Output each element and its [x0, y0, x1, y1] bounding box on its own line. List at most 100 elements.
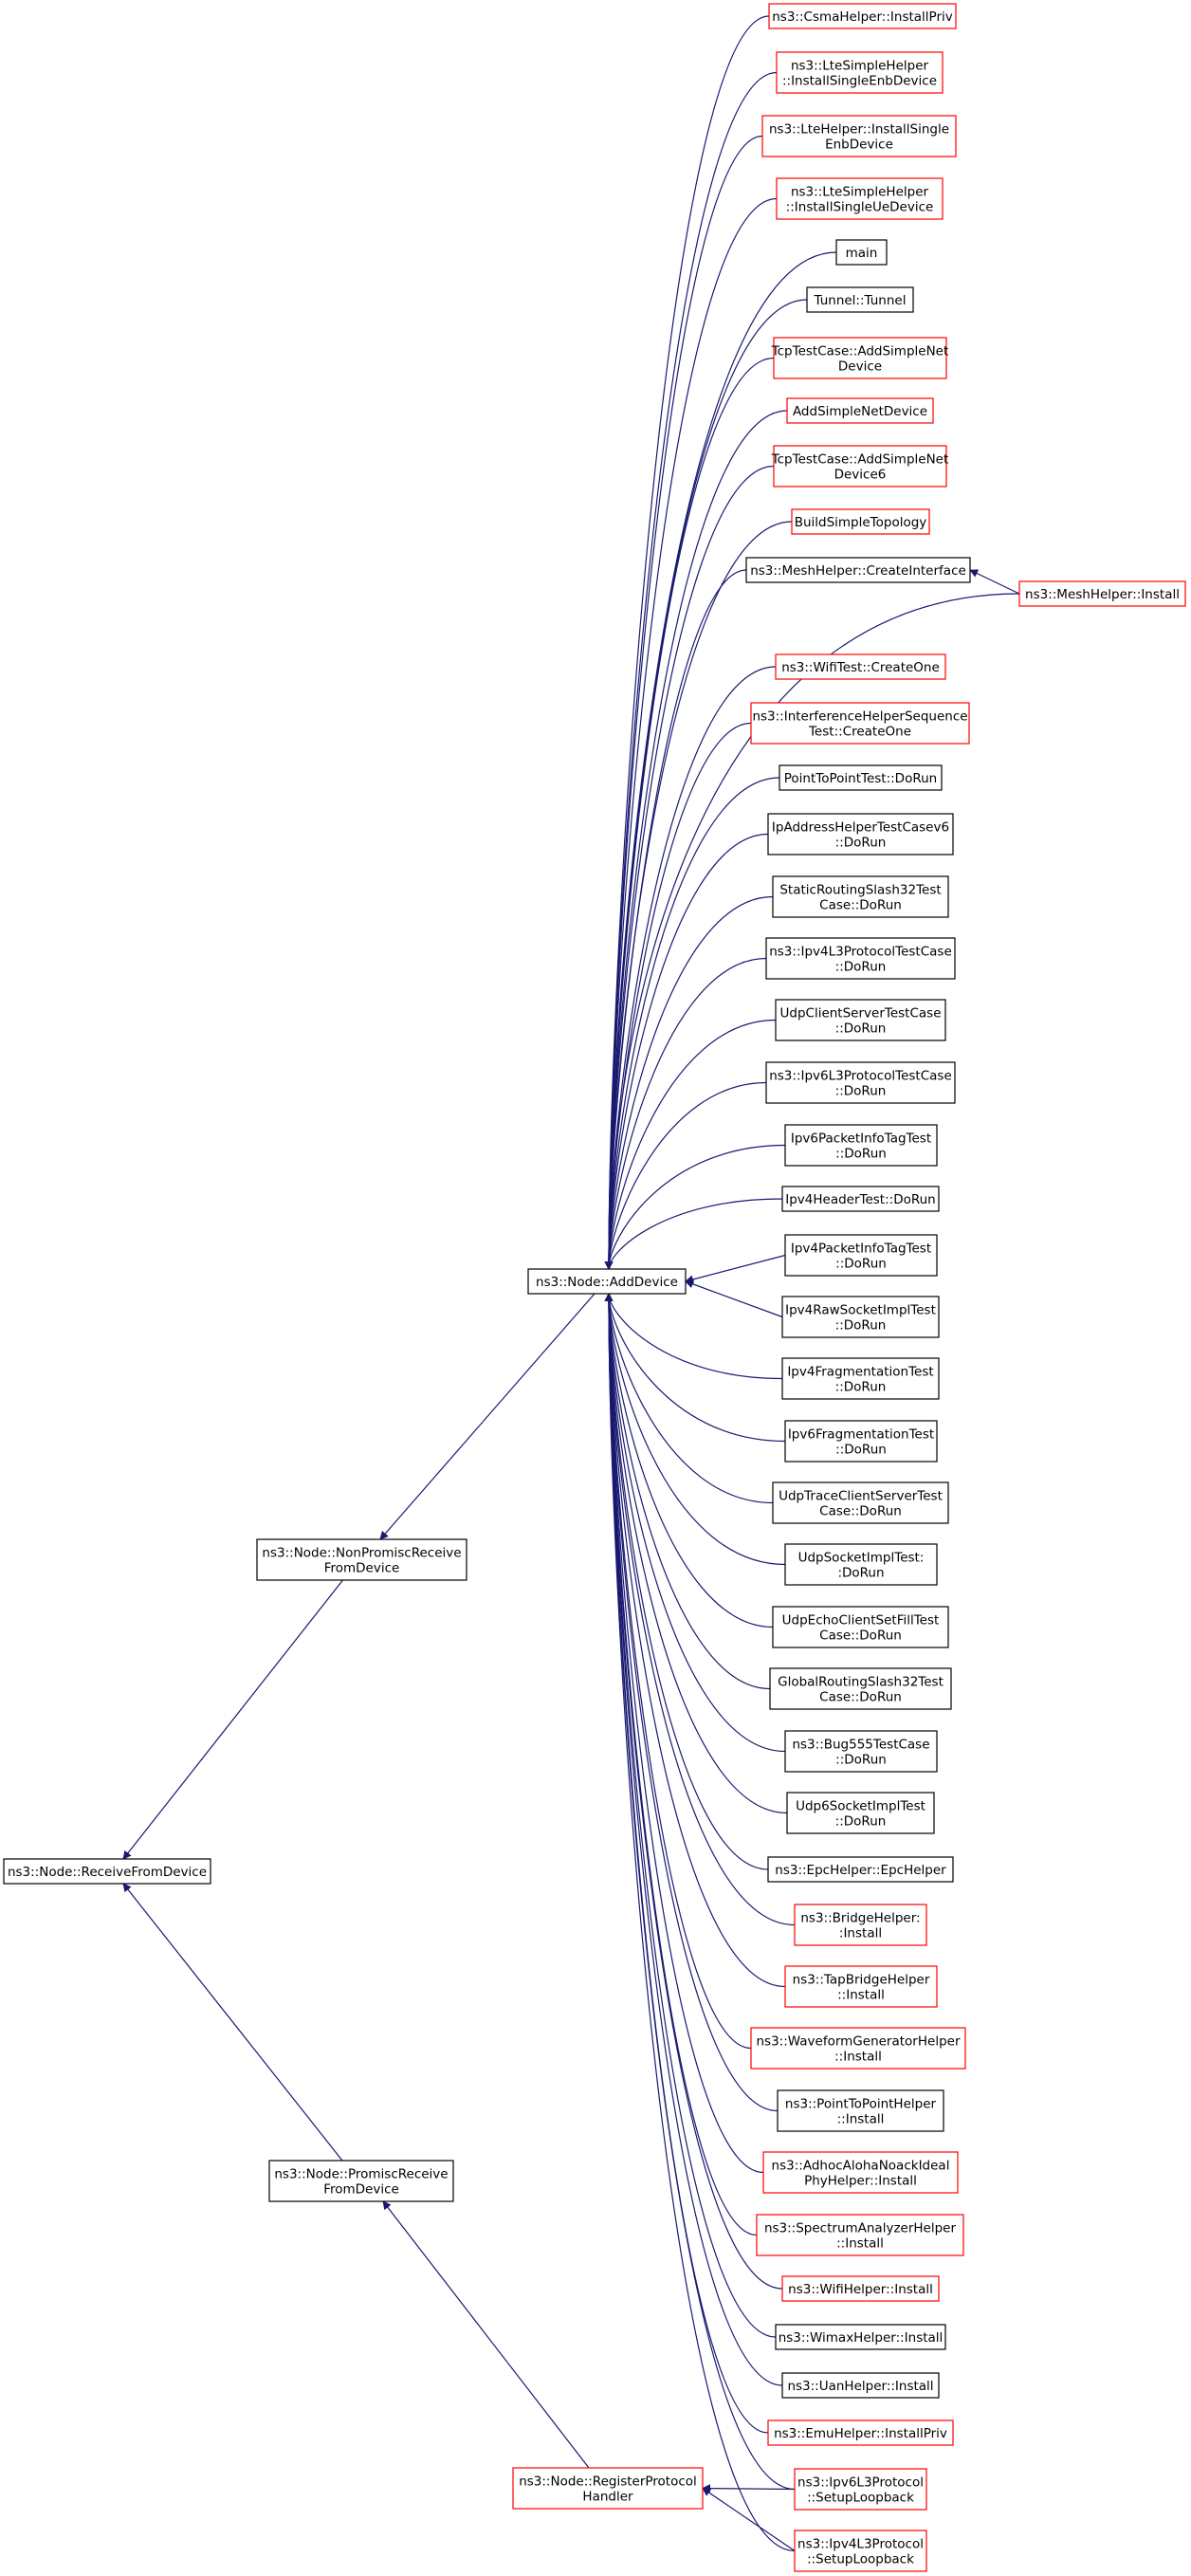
- node-box[interactable]: [794, 1904, 927, 1946]
- node-c11[interactable]: ns3::WifiTest::CreateOne: [775, 653, 946, 680]
- node-c20[interactable]: Ipv4HeaderTest::DoRun: [781, 1186, 940, 1212]
- node-c14[interactable]: IpAddressHelperTestCasev6::DoRun: [767, 813, 954, 856]
- node-c31[interactable]: ns3::EpcHelper::EpcHelper: [767, 1856, 954, 1883]
- node-c13[interactable]: PointToPointTest::DoRun: [779, 764, 943, 791]
- node-box[interactable]: [835, 239, 888, 266]
- node-c29[interactable]: ns3::Bug555TestCase::DoRun: [784, 1730, 938, 1773]
- node-c33[interactable]: ns3::TapBridgeHelper::Install: [784, 1965, 938, 2008]
- node-c3[interactable]: ns3::LteSimpleHelper::InstallSingleUeDev…: [776, 177, 944, 220]
- node-c6[interactable]: TcpTestCase::AddSimpleNetDevice: [771, 337, 949, 379]
- node-c1[interactable]: ns3::LteSimpleHelper::InstallSingleEnbDe…: [776, 51, 944, 94]
- node-box[interactable]: [784, 1543, 938, 1586]
- node-box[interactable]: [784, 1965, 938, 2008]
- node-receive[interactable]: ns3::Node::ReceiveFromDevice: [3, 1858, 211, 1885]
- node-c12[interactable]: ns3::InterferenceHelperSequenceTest::Cre…: [750, 702, 970, 745]
- node-box[interactable]: [762, 2151, 959, 2194]
- node-box[interactable]: [268, 2160, 454, 2202]
- node-box[interactable]: [776, 51, 944, 94]
- node-c18[interactable]: ns3::Ipv6L3ProtocolTestCase::DoRun: [765, 1061, 956, 1104]
- node-box[interactable]: [786, 397, 934, 424]
- node-box[interactable]: [750, 2027, 966, 2070]
- node-c0[interactable]: ns3::CsmaHelper::InstallPriv: [768, 3, 957, 29]
- node-box[interactable]: [777, 2089, 944, 2132]
- node-c40[interactable]: ns3::UanHelper::Install: [781, 2372, 940, 2399]
- node-c38[interactable]: ns3::WifiHelper::Install: [781, 2275, 940, 2302]
- node-c41[interactable]: ns3::EmuHelper::InstallPriv: [767, 2420, 954, 2446]
- node-box[interactable]: [784, 1420, 938, 1463]
- node-box[interactable]: [776, 177, 944, 220]
- node-box[interactable]: [779, 764, 943, 791]
- node-box[interactable]: [765, 1061, 956, 1104]
- node-c21[interactable]: Ipv4PacketInfoTagTest::DoRun: [784, 1234, 938, 1277]
- node-box[interactable]: [3, 1858, 211, 1885]
- node-c22[interactable]: Ipv4RawSocketImplTest::DoRun: [781, 1296, 940, 1338]
- node-c36[interactable]: ns3::AdhocAlohaNoackIdealPhyHelper::Inst…: [762, 2151, 959, 2194]
- node-box[interactable]: [794, 2530, 927, 2572]
- node-ipv4loop[interactable]: ns3::Ipv4L3Protocol::SetupLoopback: [794, 2530, 927, 2572]
- node-box[interactable]: [756, 2214, 964, 2256]
- node-box[interactable]: [772, 1481, 949, 1524]
- node-box[interactable]: [772, 875, 949, 918]
- node-box[interactable]: [1018, 580, 1186, 607]
- node-box[interactable]: [767, 1856, 954, 1883]
- node-box[interactable]: [527, 1268, 687, 1295]
- node-box[interactable]: [775, 999, 946, 1041]
- node-box[interactable]: [791, 508, 930, 535]
- node-box[interactable]: [775, 653, 946, 680]
- node-c24[interactable]: Ipv6FragmentationTest::DoRun: [784, 1420, 938, 1463]
- node-c2[interactable]: ns3::LteHelper::InstallSingleEnbDevice: [761, 115, 957, 157]
- node-c32[interactable]: ns3::BridgeHelper::Install: [794, 1904, 927, 1946]
- node-box[interactable]: [769, 1667, 952, 1710]
- node-box[interactable]: [767, 813, 954, 856]
- node-c10[interactable]: ns3::MeshHelper::CreateInterface: [745, 557, 971, 583]
- node-box[interactable]: [768, 3, 957, 29]
- node-adddevice[interactable]: ns3::Node::AddDevice: [527, 1268, 687, 1295]
- node-c7[interactable]: AddSimpleNetDevice: [786, 397, 934, 424]
- node-c30[interactable]: Udp6SocketImplTest::DoRun: [786, 1792, 935, 1834]
- node-box[interactable]: [806, 286, 914, 313]
- node-ipv6loop[interactable]: ns3::Ipv6L3Protocol::SetupLoopback: [794, 2468, 927, 2511]
- node-box[interactable]: [761, 115, 957, 157]
- node-box[interactable]: [750, 702, 970, 745]
- node-box[interactable]: [773, 337, 947, 379]
- node-box[interactable]: [745, 557, 971, 583]
- node-box[interactable]: [781, 2372, 940, 2399]
- node-box[interactable]: [794, 2468, 927, 2511]
- node-box[interactable]: [784, 1234, 938, 1277]
- node-c16[interactable]: ns3::Ipv4L3ProtocolTestCase::DoRun: [765, 937, 956, 980]
- node-box[interactable]: [781, 2275, 940, 2302]
- node-box[interactable]: [765, 937, 956, 980]
- node-c4[interactable]: main: [835, 239, 888, 266]
- node-c17[interactable]: UdpClientServerTestCase::DoRun: [775, 999, 946, 1041]
- node-box[interactable]: [781, 1186, 940, 1212]
- node-c9[interactable]: BuildSimpleTopology: [791, 508, 930, 535]
- node-c19[interactable]: Ipv6PacketInfoTagTest::DoRun: [784, 1124, 938, 1167]
- node-box[interactable]: [784, 1124, 938, 1167]
- node-c35[interactable]: ns3::PointToPointHelper::Install: [777, 2089, 944, 2132]
- node-c23[interactable]: Ipv4FragmentationTest::DoRun: [781, 1357, 940, 1400]
- node-c5[interactable]: Tunnel::Tunnel: [806, 286, 914, 313]
- node-box[interactable]: [784, 1730, 938, 1773]
- node-c39[interactable]: ns3::WimaxHelper::Install: [775, 2324, 946, 2350]
- node-box[interactable]: [773, 445, 947, 488]
- node-meshinstall[interactable]: ns3::MeshHelper::Install: [1018, 580, 1186, 607]
- node-box[interactable]: [512, 2467, 704, 2510]
- node-box[interactable]: [767, 2420, 954, 2446]
- node-box[interactable]: [786, 1792, 935, 1834]
- node-c34[interactable]: ns3::WaveformGeneratorHelper::Install: [750, 2027, 966, 2070]
- node-c26[interactable]: UdpSocketImplTest::DoRun: [784, 1543, 938, 1586]
- node-box[interactable]: [772, 1606, 949, 1648]
- node-c37[interactable]: ns3::SpectrumAnalyzerHelper::Install: [756, 2214, 964, 2256]
- node-box[interactable]: [256, 1538, 467, 1581]
- node-box[interactable]: [781, 1296, 940, 1338]
- node-box[interactable]: [781, 1357, 940, 1400]
- node-box[interactable]: [775, 2324, 946, 2350]
